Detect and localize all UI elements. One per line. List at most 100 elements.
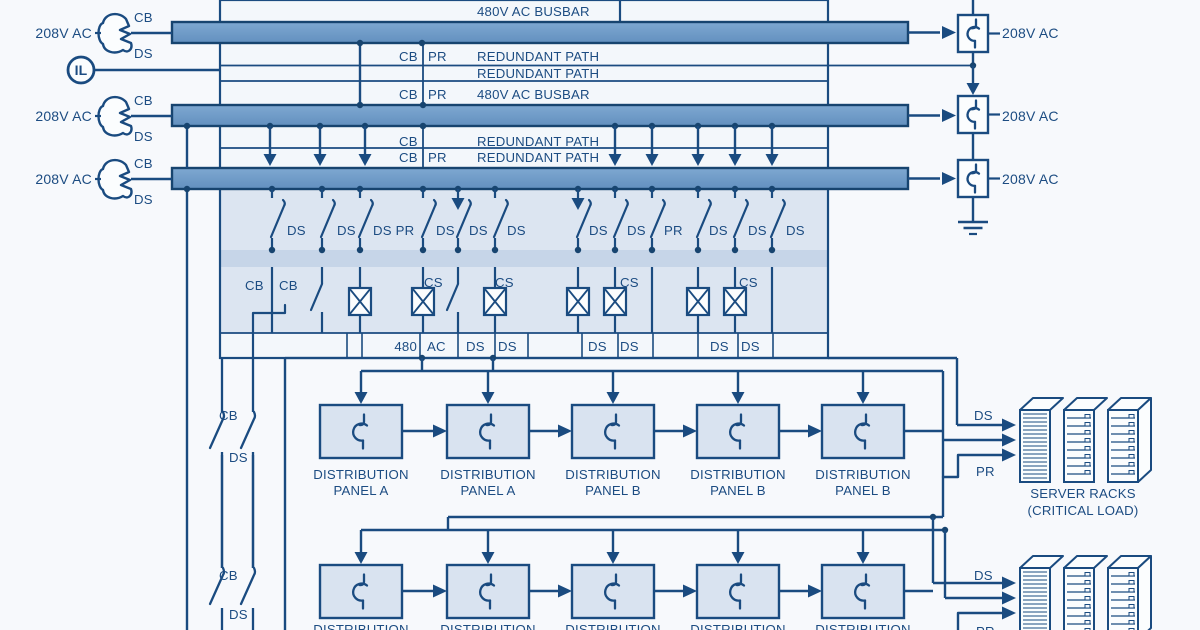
junction-dot xyxy=(356,101,364,109)
junction-dot xyxy=(183,185,191,193)
arrowhead xyxy=(765,154,779,166)
cs-contactor-x xyxy=(566,287,590,316)
utility-source-icon xyxy=(97,95,133,137)
arrowhead xyxy=(856,392,870,404)
output-2-voltage: 208V AC xyxy=(1002,108,1059,124)
server-rack-2-latch xyxy=(1128,604,1135,609)
arrowhead xyxy=(966,83,980,95)
pr-switch-label: PR xyxy=(664,223,683,238)
ds-pr-switch-label: DS PR xyxy=(373,223,414,238)
arrowhead xyxy=(481,392,495,404)
distribution-panel-box xyxy=(695,403,781,460)
output-breaker-box xyxy=(956,94,990,135)
row1-cb: CB xyxy=(399,49,418,64)
arrowhead xyxy=(808,424,822,438)
rack2-pr-branch xyxy=(956,611,1004,630)
arrowhead xyxy=(1002,591,1016,605)
arrowhead xyxy=(354,392,368,404)
panel-1-line2: PANEL A xyxy=(334,483,389,498)
ds-switch-label: DS xyxy=(748,223,767,238)
cb-switch-blade xyxy=(309,282,324,312)
arrowhead xyxy=(942,26,956,39)
cs-label: CS xyxy=(620,275,639,290)
junction-dot xyxy=(648,246,656,254)
rack1-pr: PR xyxy=(976,464,995,479)
junction-dot xyxy=(419,122,427,130)
ds-switch-blade xyxy=(769,198,786,239)
busbar-2-label: 480V AC BUSBAR xyxy=(477,87,590,102)
server-rack-2-latch xyxy=(1128,620,1135,625)
ds-switch-blade xyxy=(575,198,592,239)
breaker-icon xyxy=(966,25,981,43)
cs-label: CS xyxy=(495,275,514,290)
arrowhead xyxy=(1002,418,1016,432)
cs-label: CS xyxy=(739,275,758,290)
output-breaker-box xyxy=(956,158,990,199)
server-rack-1-latch xyxy=(1128,446,1135,451)
panel-7-line1: DISTRIBUTION xyxy=(440,622,535,630)
ds-switch-blade xyxy=(492,198,509,239)
arrowhead xyxy=(433,584,447,598)
server-rack-2-latch xyxy=(1084,588,1091,593)
breaker-icon xyxy=(604,422,621,442)
source-3-voltage: 208V AC xyxy=(35,171,92,187)
server-rack-1-latch xyxy=(1084,470,1091,475)
junction-dot xyxy=(454,246,462,254)
arrowhead xyxy=(683,424,697,438)
output-1-voltage: 208V AC xyxy=(1002,25,1059,41)
row2-label: REDUNDANT PATH xyxy=(477,66,599,81)
server-rack-1-latch xyxy=(1128,438,1135,443)
row1-label: REDUNDANT PATH xyxy=(477,49,599,64)
panel-5-line2: PANEL B xyxy=(835,483,891,498)
server-rack-1-latch xyxy=(1128,430,1135,435)
panel-row xyxy=(220,333,828,358)
source-2-voltage: 208V AC xyxy=(35,108,92,124)
panel-8-line1: DISTRIBUTION xyxy=(565,622,660,630)
arrowhead xyxy=(558,584,572,598)
server-rack-2-front xyxy=(1063,567,1095,630)
panel-9-line1: DISTRIBUTION xyxy=(690,622,785,630)
arrowhead xyxy=(1002,606,1016,620)
ds-switch-blade xyxy=(695,198,712,239)
feeder-cb: CB xyxy=(219,568,238,583)
distribution-panel-box xyxy=(445,563,531,620)
arrowhead xyxy=(433,424,447,438)
cb-bypass-wire xyxy=(251,303,287,335)
ds-switch-blade xyxy=(357,198,374,239)
panel-row xyxy=(220,0,828,22)
arrowhead xyxy=(683,584,697,598)
breaker-icon xyxy=(966,170,981,188)
rack1-caption1: SERVER RACKS xyxy=(1030,486,1136,501)
server-rack-1-latch xyxy=(1128,422,1135,427)
row3-pr: PR xyxy=(428,87,447,102)
distribution-panel-box xyxy=(318,563,404,620)
arrowhead xyxy=(451,198,465,210)
junction-dot xyxy=(419,101,427,109)
feeder-switch-blade xyxy=(239,410,257,450)
panel-row xyxy=(220,43,828,105)
server-rack-1-latch xyxy=(1084,438,1091,443)
ds-switch-label: DS xyxy=(507,223,526,238)
row1-pr: PR xyxy=(428,49,447,64)
arrowhead xyxy=(942,172,956,185)
panel-6-line1: DISTRIBUTION xyxy=(313,622,408,630)
junction-dot xyxy=(183,122,191,130)
ds-switch-label: DS xyxy=(786,223,805,238)
row4-cb: CB xyxy=(399,134,418,149)
cs-contactor-x xyxy=(411,287,435,316)
distribution-panel-box xyxy=(820,403,906,460)
output-3-voltage: 208V AC xyxy=(1002,171,1059,187)
breaker-icon xyxy=(479,582,496,602)
arrowhead xyxy=(606,392,620,404)
feeder-switch-blade xyxy=(239,566,257,606)
server-rack-2-latch xyxy=(1128,580,1135,585)
cell-480: 480 xyxy=(394,339,417,354)
distribution-panel-box xyxy=(695,563,781,620)
output-breaker-box xyxy=(956,13,990,54)
arrowhead xyxy=(608,154,622,166)
server-rack-2-latch xyxy=(1084,620,1091,625)
breaker-icon xyxy=(854,422,871,442)
arrowhead xyxy=(263,154,277,166)
junction-dot xyxy=(356,39,364,47)
